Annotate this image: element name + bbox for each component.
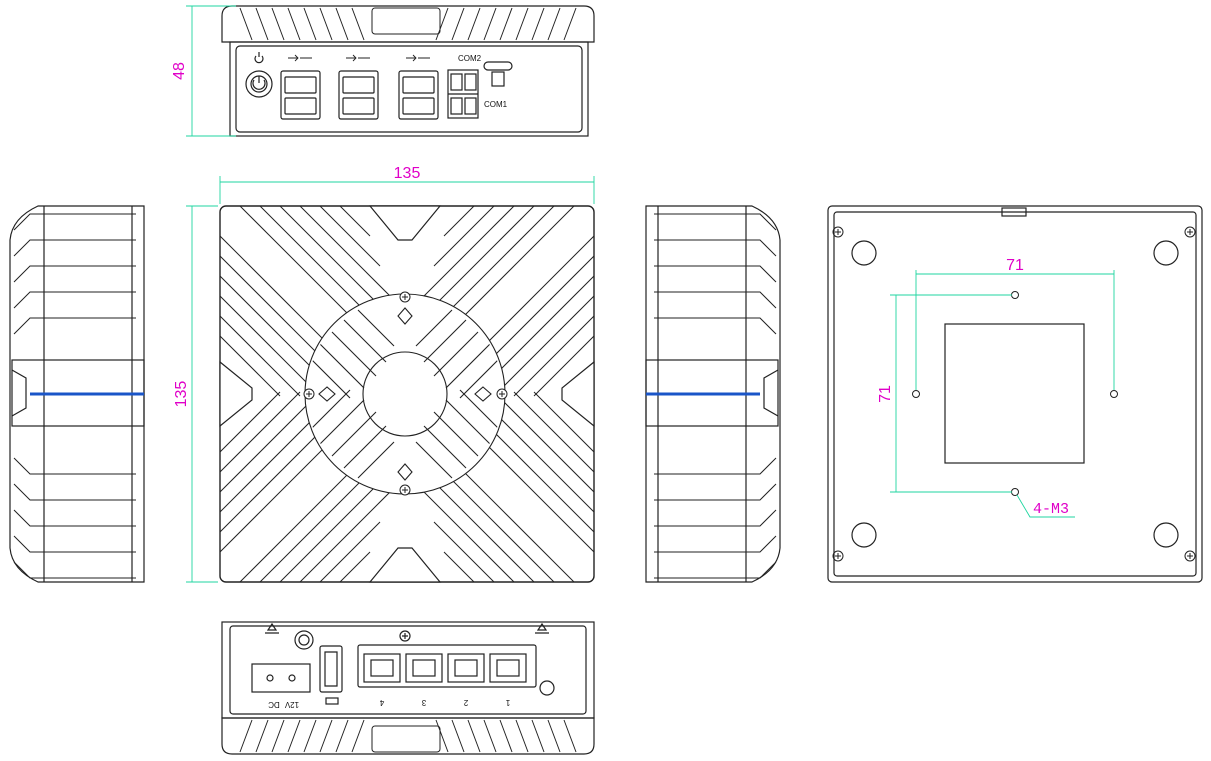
usb-c-port [483,61,513,87]
lan-port-bank [357,644,537,688]
rear-view-fins [239,719,577,753]
usb-port-pair-2 [338,70,379,120]
com2-label: COM2 [458,54,482,63]
rear-view [221,621,595,755]
right-side-view [645,205,781,583]
height-dimension-label: 48 [171,62,188,80]
mount-vertical-label: 71 [877,385,894,403]
width-dimension-label: 135 [394,165,421,182]
lan-labels: 4 3 2 1 [379,698,510,707]
lan-number-2: 2 [463,698,468,707]
depth-dimension-label: 135 [173,381,190,408]
mount-horizontal-label: 71 [1006,257,1024,274]
top-view [219,205,595,583]
depth-dimension: 135 [173,205,218,583]
lan-number-1: 1 [505,698,510,707]
screw-spec-label: 4-M3 [1033,501,1069,518]
hdmi-port [319,645,343,693]
com1-label: COM1 [484,100,508,109]
bottom-view [827,205,1203,583]
usb-logos [288,54,430,62]
mounting-dimension-horizontal: 71 [915,257,1115,390]
audio-jack [294,630,314,650]
front-view-fins [239,7,577,41]
mounting-holes [912,291,1118,496]
bottom-view-corner-screws [832,226,1196,562]
right-side-fins [654,213,777,579]
front-view [221,5,595,137]
top-view-notches [219,205,595,583]
usb-port-pair-1 [280,70,321,120]
left-side-fins [13,213,136,579]
usb-port-pair-3 [398,70,439,120]
power-button [245,52,273,98]
screw-callout: 4-M3 [1016,494,1075,518]
voltage-label: 12V [284,700,299,709]
mounting-dimension-vertical: 71 [877,294,1012,493]
fan-screws [303,291,508,496]
dc-power-jack [251,663,311,693]
lan-number-3: 3 [421,698,426,707]
height-dimension: 48 [171,5,236,137]
com-port-block [447,69,479,119]
dc-label: DC [268,700,280,709]
lan-number-4: 4 [379,698,384,707]
width-dimension: 135 [219,165,595,204]
fan-grille [304,293,506,495]
